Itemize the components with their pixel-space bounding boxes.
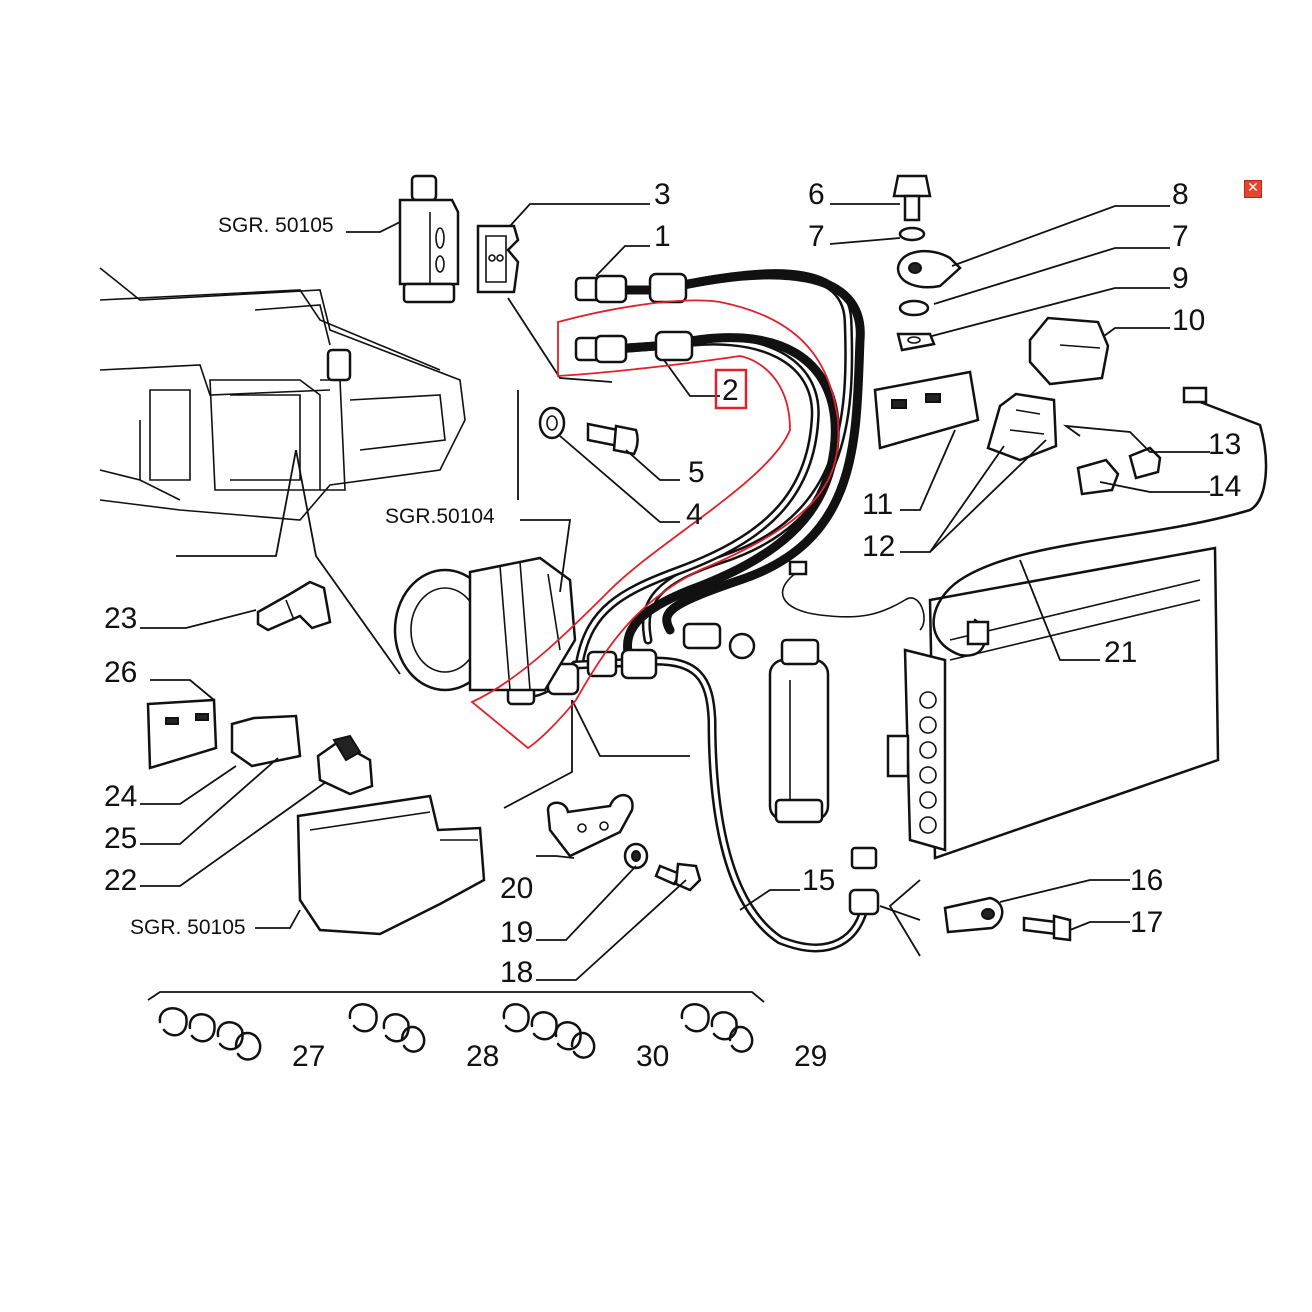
callout-14: 14 <box>1208 470 1241 503</box>
callout-18: 18 <box>500 956 533 989</box>
part-2-highlight-box <box>714 368 748 410</box>
callout-24: 24 <box>104 780 137 813</box>
callout-30: 30 <box>636 1040 669 1073</box>
callout-8: 8 <box>1172 178 1189 211</box>
callout-26: 26 <box>104 656 137 689</box>
callout-7-lower: 7 <box>1172 220 1189 253</box>
washer-part-7-lower <box>898 299 930 317</box>
ref-sgr-top: SGR. 50105 <box>218 214 334 237</box>
bolt-part-5 <box>586 422 639 456</box>
heater-box-illustration <box>296 794 486 936</box>
callout-16: 16 <box>1130 864 1163 897</box>
callout-29: 29 <box>794 1040 827 1073</box>
bolt-part-6 <box>892 174 932 222</box>
callout-21: 21 <box>1104 636 1137 669</box>
receiver-drier-illustration <box>768 638 830 824</box>
close-icon[interactable]: ✕ <box>1244 180 1262 198</box>
fuse-part-14 <box>1076 458 1120 496</box>
callout-13: 13 <box>1208 428 1241 461</box>
relay-part-12 <box>986 392 1058 462</box>
callout-4: 4 <box>686 498 703 531</box>
washer-part-4 <box>538 406 566 440</box>
connector-part-23 <box>256 580 332 632</box>
engine-block-illustration <box>99 267 466 521</box>
callout-6: 6 <box>808 178 825 211</box>
washer-part-7-upper <box>898 226 926 242</box>
bracket-part-11 <box>873 370 980 450</box>
callout-17: 17 <box>1130 906 1163 939</box>
callout-11: 11 <box>862 488 893 521</box>
callout-5: 5 <box>688 456 705 489</box>
bracket-part-24 <box>146 698 218 770</box>
callout-23: 23 <box>104 602 137 635</box>
callout-9: 9 <box>1172 262 1189 295</box>
highlight-part-2 <box>470 299 840 750</box>
callout-20: 20 <box>500 872 533 905</box>
relay-part-25 <box>230 714 302 768</box>
leader-lines <box>140 203 1210 981</box>
condenser-illustration <box>781 386 1268 860</box>
callout-10: 10 <box>1172 304 1205 337</box>
bracket-part-20 <box>546 794 634 858</box>
hose-assembly <box>506 269 880 953</box>
callout-15: 15 <box>802 864 835 897</box>
callout-25: 25 <box>104 822 137 855</box>
ref-sgr-mid: SGR.50104 <box>385 505 495 528</box>
washer-part-19 <box>623 842 649 870</box>
callout-7-upper: 7 <box>808 220 825 253</box>
bolt-part-17 <box>1022 914 1072 942</box>
compressor-illustration <box>393 556 577 692</box>
switch-part-22 <box>316 734 374 796</box>
callout-1: 1 <box>654 220 671 253</box>
hose-clips-group <box>147 991 765 1061</box>
part-3-bracket <box>476 224 520 294</box>
clamp-part-8 <box>896 250 962 289</box>
callout-12: 12 <box>862 530 895 563</box>
callout-19: 19 <box>500 916 533 949</box>
pressure-switch-illustration <box>398 174 460 304</box>
callout-28: 28 <box>466 1040 499 1073</box>
callout-2: 2 <box>722 374 739 407</box>
callout-22: 22 <box>104 864 137 897</box>
relay-part-10 <box>1028 316 1110 386</box>
callout-27: 27 <box>292 1040 325 1073</box>
ref-sgr-bottom: SGR. 50105 <box>130 916 246 939</box>
callout-3: 3 <box>654 178 671 211</box>
clip-part-16 <box>943 896 1004 934</box>
nut-part-9 <box>896 332 936 352</box>
